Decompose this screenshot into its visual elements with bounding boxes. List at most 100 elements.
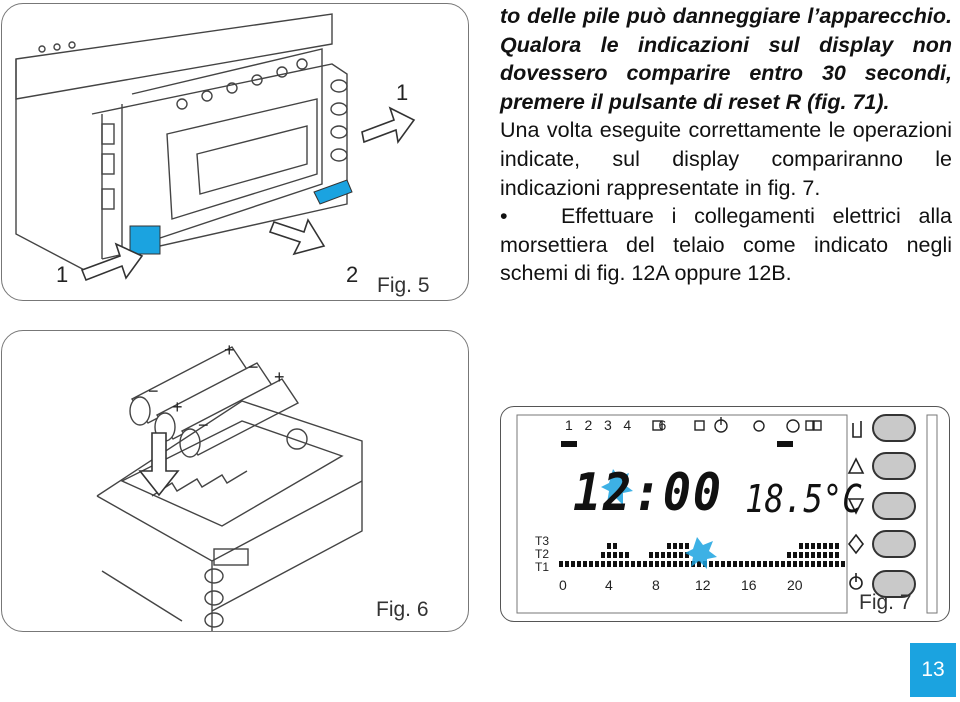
fig7-display (516, 414, 938, 614)
program-segment (793, 552, 797, 558)
program-segment (679, 552, 683, 558)
program-segment (721, 561, 725, 567)
page-number: 13 (910, 643, 956, 697)
program-segment (667, 552, 671, 558)
fig5-illustration (15, 13, 416, 282)
program-segment (649, 552, 653, 558)
body-text: to delle pile può danneggiare l’apparecc… (500, 2, 952, 288)
day-1: 1 (565, 417, 573, 433)
fig7-thermostat: 1 2 3 4 6 12:00 18.5°C T3 T2 T1 0 4 8 12… (500, 406, 950, 622)
program-segment (733, 561, 737, 567)
program-segment (787, 561, 791, 567)
fig6-illustration: +−+ −+− (96, 340, 363, 631)
program-segment (679, 543, 683, 549)
fig6-label: Fig. 6 (376, 598, 429, 621)
program-segment (607, 543, 611, 549)
program-segment (679, 561, 683, 567)
paragraph-1: to delle pile può danneggiare l’apparecc… (500, 4, 952, 114)
hour-0: 0 (559, 577, 567, 593)
svg-text:+: + (172, 397, 183, 417)
fig5-callout-2: 2 (346, 262, 359, 287)
level-t3: T3 (535, 534, 550, 548)
hour-scale: 0 4 8 12 16 20 (559, 577, 849, 595)
program-segment (571, 561, 575, 567)
day-numbers: 1 2 3 4 6 (565, 417, 666, 433)
program-segment (613, 552, 617, 558)
program-segment (811, 543, 815, 549)
program-segment (769, 561, 773, 567)
program-segment (835, 561, 839, 567)
paragraph-3-text: Effettuare i collegamenti elettrici alla… (500, 204, 953, 286)
program-segment (787, 552, 791, 558)
program-segment (613, 561, 617, 567)
program-segment (673, 552, 677, 558)
program-segment (763, 561, 767, 567)
program-segment (685, 561, 689, 567)
program-segment (625, 561, 629, 567)
program-segment (685, 552, 689, 558)
fig6-panel: +−+ −+− Fig. 6 (1, 330, 469, 632)
program-segment (613, 543, 617, 549)
program-segment (829, 543, 833, 549)
program-segment (655, 561, 659, 567)
svg-text:−: − (248, 357, 259, 377)
program-segment (583, 561, 587, 567)
program-segment (781, 561, 785, 567)
level-t1: T1 (535, 560, 550, 574)
program-segment (841, 561, 845, 567)
program-segment (667, 543, 671, 549)
program-segment (559, 561, 563, 567)
program-segment (619, 552, 623, 558)
program-segment (601, 552, 605, 558)
program-segment (823, 561, 827, 567)
program-segment (673, 543, 677, 549)
program-segment (661, 552, 665, 558)
program-segment (625, 552, 629, 558)
program-segment (667, 561, 671, 567)
hour-20: 20 (787, 577, 803, 593)
hour-4: 4 (605, 577, 613, 593)
svg-text:+: + (274, 367, 285, 387)
program-segment (661, 561, 665, 567)
program-segment (805, 561, 809, 567)
program-segment (565, 561, 569, 567)
program-segment (739, 561, 743, 567)
program-segment (577, 561, 581, 567)
program-segment (655, 552, 659, 558)
program-segment (607, 561, 611, 567)
bullet-item: • Effettuare i collegamenti elettrici al… (500, 202, 952, 288)
program-segment (757, 561, 761, 567)
day-6: 6 (658, 417, 667, 433)
program-segment (607, 552, 611, 558)
time-readout: 12:00 (573, 463, 723, 523)
program-segment (817, 552, 821, 558)
level-labels: T3 T2 T1 (535, 535, 549, 574)
bullet-mark: • (500, 204, 508, 229)
svg-text:−: − (148, 381, 159, 401)
program-segment (685, 543, 689, 549)
program-segment (799, 543, 803, 549)
program-segment (619, 561, 623, 567)
program-segment (745, 561, 749, 567)
fig7-label: Fig. 7 (859, 591, 912, 614)
program-segment (805, 552, 809, 558)
hour-16: 16 (741, 577, 757, 593)
program-segment (829, 552, 833, 558)
program-segment (835, 552, 839, 558)
program-segment (727, 561, 731, 567)
program-segment (835, 543, 839, 549)
program-segment (799, 561, 803, 567)
day-4: 4 (623, 417, 632, 433)
program-segment (823, 543, 827, 549)
program-segment (595, 561, 599, 567)
program-segment (649, 561, 653, 567)
program-segment (673, 561, 677, 567)
program-segment (751, 561, 755, 567)
program-segment (799, 552, 803, 558)
program-segment (715, 561, 719, 567)
program-segment (601, 561, 605, 567)
program-segment (823, 552, 827, 558)
fig5-label: Fig. 5 (377, 274, 430, 297)
program-segment (805, 543, 809, 549)
program-segment (709, 561, 713, 567)
